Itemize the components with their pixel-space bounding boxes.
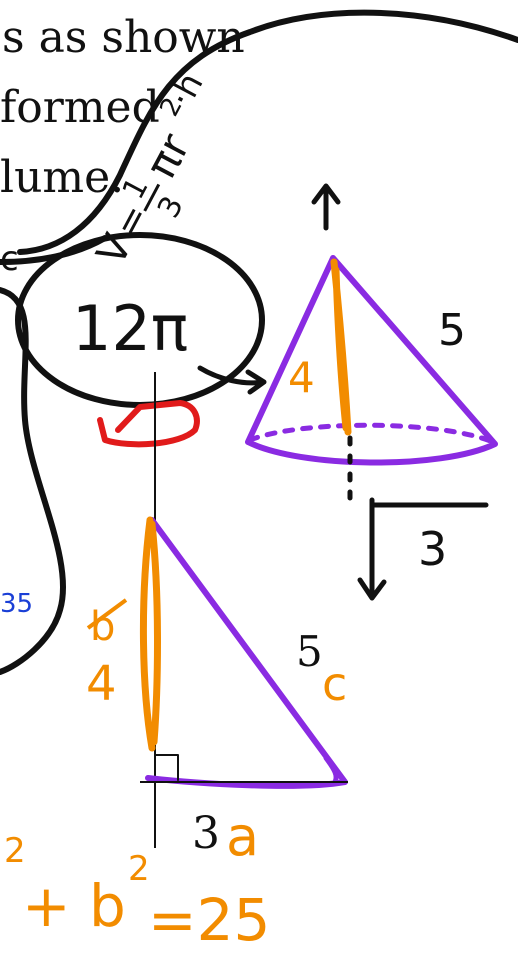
triangle-height-label: 4 — [86, 656, 117, 712]
pyth-equals-25: =25 — [148, 886, 270, 954]
printed-line-3: lume. — [0, 152, 124, 203]
arrow-up — [311, 183, 341, 231]
cone-slant-label: 5 — [438, 305, 466, 356]
printed-five: 5 — [296, 627, 323, 676]
cone-height-label: 4 — [288, 353, 315, 402]
pyth-exponent-1: 2 — [4, 831, 26, 871]
printed-line-2: formed — [0, 82, 160, 133]
label-a: a — [226, 805, 259, 868]
left-edge-blue: 35 — [0, 589, 33, 619]
triangle-height-line — [139, 516, 161, 752]
right-angle-marker — [155, 754, 179, 781]
crossout-stroke — [86, 598, 128, 630]
cone-base-dashed — [247, 422, 496, 445]
formula-three: 3 — [151, 191, 191, 224]
radius-bracket — [357, 497, 489, 601]
label-c: c — [322, 657, 347, 711]
pyth-exponent-2: 2 — [128, 849, 150, 889]
cone-height-line — [330, 258, 352, 436]
cone-outline — [245, 255, 498, 466]
rotation-mark — [97, 400, 200, 448]
pyth-plus-b: + b — [22, 872, 126, 940]
printed-three: 3 — [192, 808, 220, 859]
volume-value: 12π — [72, 292, 188, 365]
left-edge-mark: c — [0, 239, 19, 279]
formula-pi-r: πr — [136, 125, 200, 186]
formula-fraction-bar — [143, 183, 161, 212]
printed-line-1: s as shown — [2, 12, 245, 63]
cone-radius-label: 3 — [418, 522, 447, 576]
triangle-arc — [323, 755, 339, 785]
arrow-to-cone — [197, 365, 267, 395]
